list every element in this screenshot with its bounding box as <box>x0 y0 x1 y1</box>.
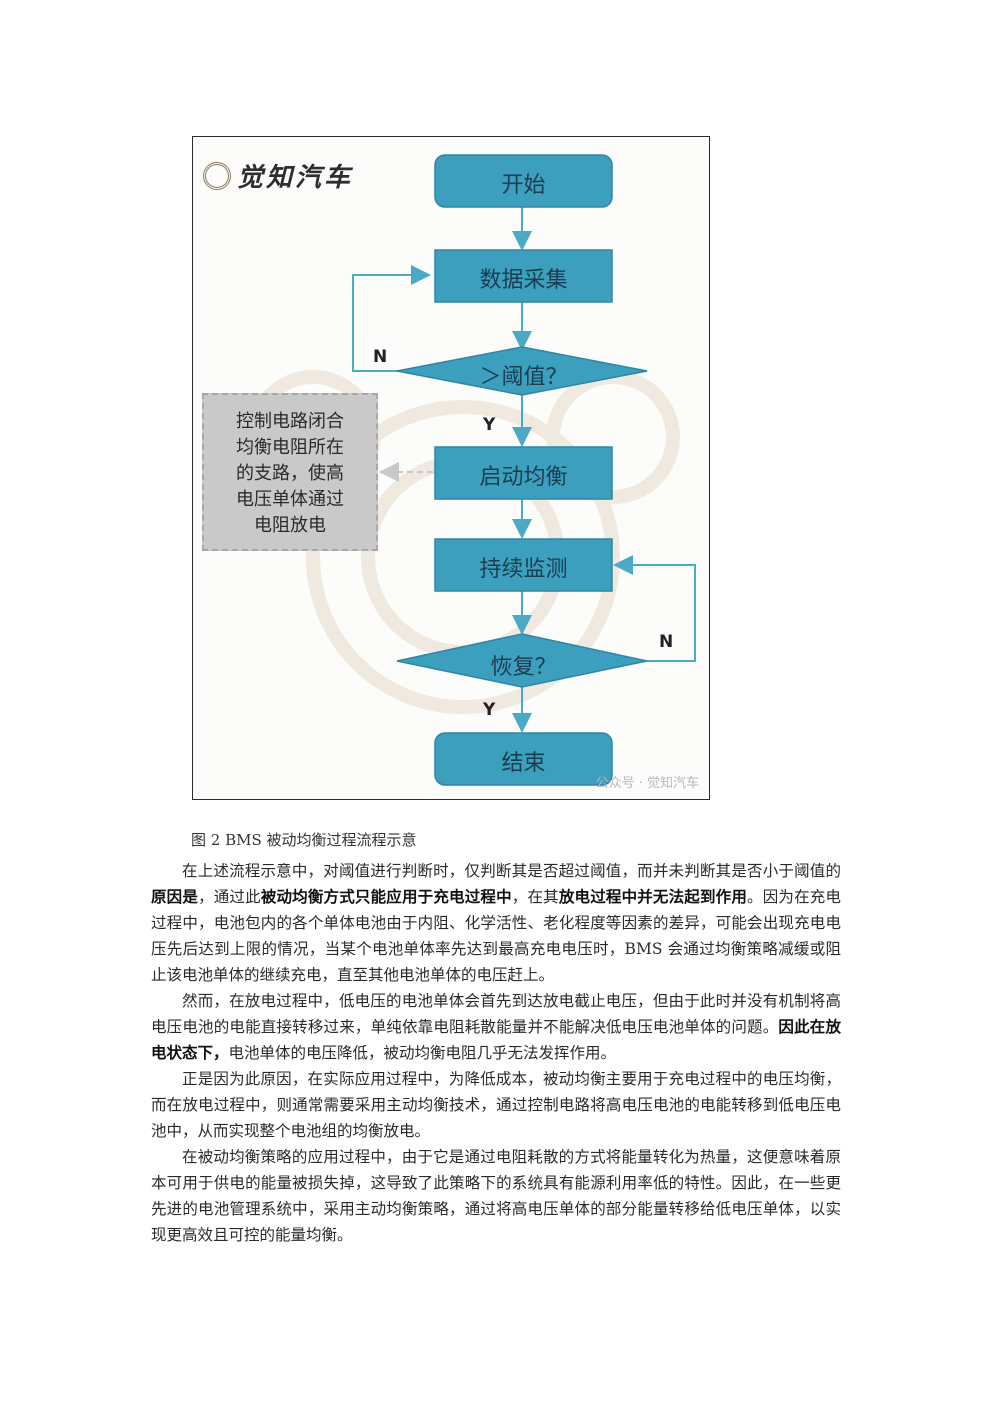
bold-run: 原因是 <box>151 888 199 906</box>
text-run: 然而，在放电过程中，低电压的电池单体会首先到达放电截止电压，但由于此时并没有机制… <box>151 992 841 1036</box>
branch-y-recover: Y <box>483 700 496 720</box>
text-run: 电池单体的电压降低，被动均衡电阻几乎无法发挥作用。 <box>228 1044 617 1062</box>
flowchart-svg <box>246 154 696 786</box>
text-run: 正是因为此原因，在实际应用过程中，为降低成本，被动均衡主要用于充电过程中的电压均… <box>151 1070 841 1140</box>
text-run: 在被动均衡策略的应用过程中，由于它是通过电阻耗散的方式将能量转化为热量，这便意味… <box>151 1148 841 1244</box>
start-label: 开始 <box>501 173 546 198</box>
balance-box <box>434 446 613 500</box>
note-line: 电压单体通过 <box>236 489 344 510</box>
note-line: 电阻放电 <box>254 515 326 536</box>
brand-logo: 觉知汽车 <box>203 157 353 194</box>
body-paragraph: 在被动均衡策略的应用过程中，由于它是通过电阻耗散的方式将能量转化为热量，这便意味… <box>151 1144 841 1248</box>
recover-diamond <box>396 633 648 688</box>
text-run: ，在其 <box>511 888 559 906</box>
end-box <box>434 732 613 786</box>
connectors <box>352 207 696 733</box>
text-run: ，通过此 <box>198 888 261 906</box>
recover-label: 恢复？ <box>490 655 557 680</box>
branch-y-threshold: Y <box>483 415 496 435</box>
start-box <box>434 154 613 208</box>
text-run: 在上述流程示意中，对阈值进行判断时，仅判断其是否超过阈值，而并未判断其是否小于阈… <box>182 862 841 880</box>
balance-note: 控制电路闭合 均衡电阻所在 的支路，使高 电压单体通过 电阻放电 <box>202 393 378 551</box>
monitor-label: 持续监测 <box>479 557 568 582</box>
body-paragraph: 然而，在放电过程中，低电压的电池单体会首先到达放电截止电压，但由于此时并没有机制… <box>151 988 841 1066</box>
shapes <box>396 154 648 786</box>
body-paragraph: 正是因为此原因，在实际应用过程中，为降低成本，被动均衡主要用于充电过程中的电压均… <box>151 1066 841 1144</box>
note-line: 的支路，使高 <box>236 463 344 484</box>
note-line: 均衡电阻所在 <box>236 437 344 458</box>
brand-name: 觉知汽车 <box>237 163 354 193</box>
collect-label: 数据采集 <box>479 268 568 293</box>
bold-run: 放电过程中并无法起到作用 <box>558 888 748 906</box>
wechat-watermark: 公众号 · 觉知汽车 <box>595 776 699 791</box>
branch-n-recover: N <box>659 632 674 652</box>
bold-run: 因此在放电状态下， <box>151 1018 841 1062</box>
branch-n-threshold: N <box>373 347 388 367</box>
figure-caption: 图 2 BMS 被动均衡过程流程示意 <box>191 831 417 849</box>
text-run: 。因为在充电过程中，电池包内的各个单体电池由于内阻、化学活性、老化程度等因素的差… <box>151 888 841 984</box>
article-body: 在上述流程示意中，对阈值进行判断时，仅判断其是否超过阈值，而并未判断其是否小于阈… <box>151 858 841 1248</box>
threshold-label: ＞阈值？ <box>479 365 568 390</box>
collect-box <box>434 249 613 303</box>
brand-emblem-icon <box>203 161 231 190</box>
note-line: 控制电路闭合 <box>236 411 344 432</box>
flowchart-figure: 觉知汽车 开始 数据采集 ＞阈值？ 启动均衡 持续监测 恢复？ 结束 N Y N… <box>192 136 710 800</box>
balance-label: 启动均衡 <box>479 465 568 490</box>
threshold-diamond <box>396 346 648 396</box>
body-paragraph: 在上述流程示意中，对阈值进行判断时，仅判断其是否超过阈值，而并未判断其是否小于阈… <box>151 858 841 988</box>
bold-run: 被动均衡方式只能应用于充电过程中 <box>260 888 512 906</box>
monitor-box <box>434 538 613 592</box>
end-label: 结束 <box>501 751 546 776</box>
